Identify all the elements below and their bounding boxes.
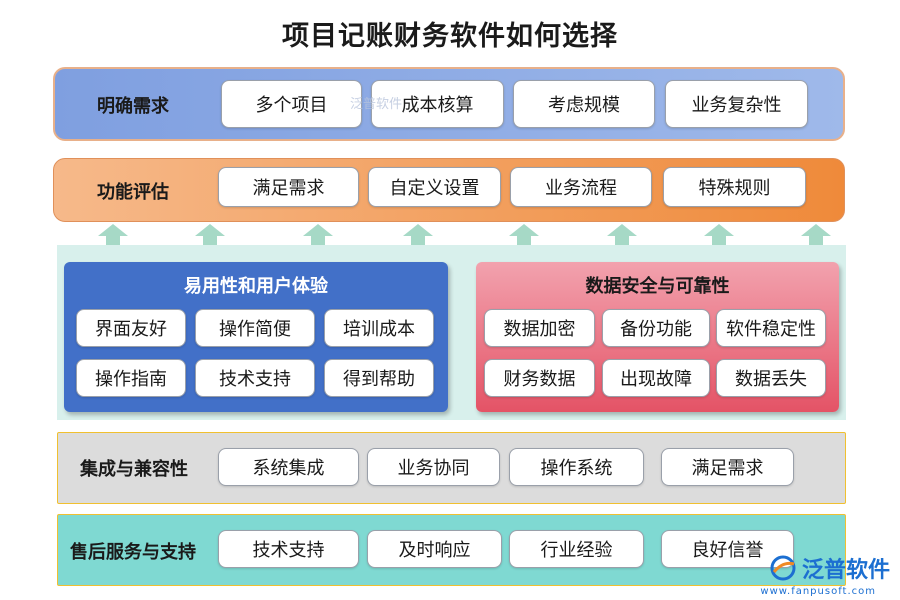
security-item-1: 数据加密 [484,309,595,347]
integration-item-3: 操作系统 [509,448,644,486]
usability-title: 易用性和用户体验 [184,276,328,297]
up-arrows [0,224,900,246]
aftersales-item-3: 行业经验 [509,530,644,568]
requirements-item-1: 多个项目 [221,80,362,128]
brand-watermark: 泛普软件 [350,97,403,112]
requirements-label: 明确需求 [97,96,169,117]
usability-item-6: 得到帮助 [324,359,434,397]
security-item-3: 软件稳定性 [716,309,826,347]
requirements-item-3: 考虑规模 [513,80,655,128]
evaluation-item-3: 业务流程 [510,167,652,207]
security-title: 数据安全与可靠性 [585,276,730,297]
evaluation-item-2: 自定义设置 [368,167,501,207]
up-arrow-icon [607,224,637,246]
page-title: 项目记账财务软件如何选择 [282,21,618,52]
security-item-4: 财务数据 [484,359,595,397]
aftersales-label: 售后服务与支持 [70,542,196,563]
brand-url: www.fanpusoft.com [760,586,876,597]
security-item-6: 数据丢失 [716,359,826,397]
integration-item-1: 系统集成 [218,448,359,486]
usability-item-5: 技术支持 [195,359,315,397]
up-arrow-icon [303,224,333,246]
requirements-item-4: 业务复杂性 [665,80,808,128]
usability-item-4: 操作指南 [76,359,186,397]
evaluation-item-4: 特殊规则 [663,167,806,207]
up-arrows-svg [98,224,831,246]
usability-item-3: 培训成本 [324,309,434,347]
integration-label: 集成与兼容性 [80,459,188,480]
security-item-5: 出现故障 [602,359,710,397]
brand-name: 泛普软件 [801,558,890,583]
up-arrow-icon [98,224,128,246]
up-arrow-icon [704,224,734,246]
evaluation-label: 功能评估 [97,182,169,203]
security-item-2: 备份功能 [602,309,710,347]
aftersales-item-1: 技术支持 [218,530,359,568]
aftersales-item-4: 良好信誉 [661,530,794,568]
evaluation-item-1: 满足需求 [218,167,359,207]
usability-item-2: 操作简便 [195,309,315,347]
integration-item-2: 业务协同 [367,448,500,486]
up-arrow-icon [195,224,225,246]
up-arrow-icon [509,224,539,246]
integration-item-4: 满足需求 [661,448,794,486]
up-arrow-icon [403,224,433,246]
up-arrow-icon [801,224,831,246]
requirements-item-2: 成本核算 [371,80,504,128]
usability-item-1: 界面友好 [76,309,186,347]
brand-logo-icon [770,555,796,581]
brand-logo: 泛普软件 [770,552,890,584]
aftersales-item-2: 及时响应 [367,530,502,568]
